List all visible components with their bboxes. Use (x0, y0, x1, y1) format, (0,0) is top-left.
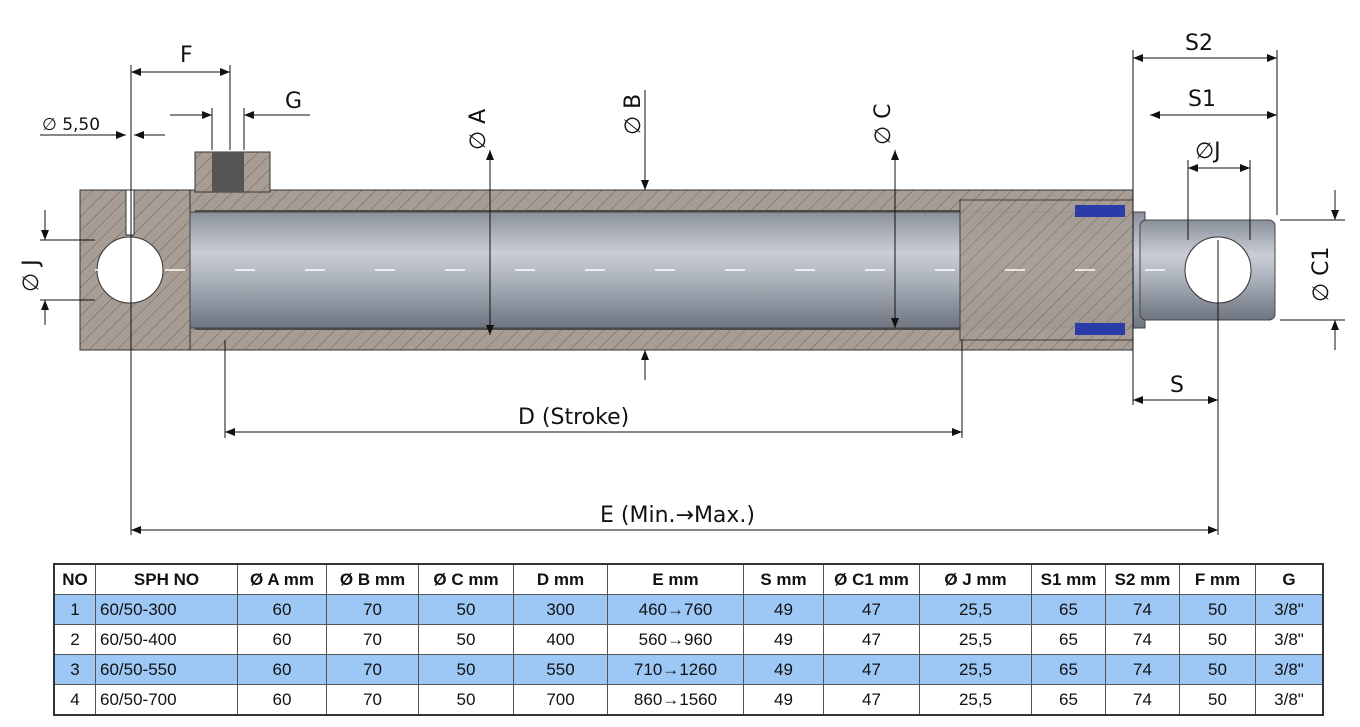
table-cell: 3/8" (1255, 594, 1324, 625)
table-cell: 70 (326, 624, 419, 655)
col-e: E mm (607, 563, 744, 595)
label-dia-c: ∅ C (871, 103, 896, 145)
label-dia-5-50: ∅ 5,50 (42, 115, 100, 135)
table-cell: 4 (53, 684, 96, 716)
table-cell: 25,5 (919, 684, 1032, 716)
table-cell: 60/50-550 (95, 654, 238, 685)
table-cell: 3/8" (1255, 654, 1324, 685)
table-cell: 70 (326, 594, 419, 625)
label-dia-a: ∅ A (466, 109, 491, 150)
table-cell: 60/50-400 (95, 624, 238, 655)
table-cell: 70 (326, 654, 419, 685)
table-cell: 49 (743, 594, 824, 625)
table-cell: 47 (823, 654, 920, 685)
dimensions-table: NO SPH NO Ø A mm Ø B mm Ø C mm D mm E mm… (53, 563, 1324, 716)
label-d-stroke: D (Stroke) (518, 405, 629, 430)
table-cell: 1 (53, 594, 96, 625)
label-s1: S1 (1188, 87, 1216, 112)
table-cell: 400 (513, 624, 608, 655)
table-cell: 550 (513, 654, 608, 685)
col-f: F mm (1179, 563, 1256, 595)
table-cell: 25,5 (919, 594, 1032, 625)
table-cell: 47 (823, 624, 920, 655)
label-dia-j-right: ∅J (1195, 139, 1221, 164)
cylinder-body (79, 151, 1290, 351)
table-cell: 65 (1031, 594, 1106, 625)
table-cell: 49 (743, 654, 824, 685)
table-cell: 47 (823, 684, 920, 716)
table-cell: 49 (743, 684, 824, 716)
table-cell: 710→1260 (607, 654, 744, 685)
table-cell: 50 (418, 594, 514, 625)
col-sph-no: SPH NO (95, 563, 238, 595)
cylinder-drawing: F G ∅ 5,50 ∅ A ∅ B ∅ C S2 S1 ∅J ∅ C1 ∅ J… (19, 31, 1345, 535)
label-g: G (285, 89, 302, 114)
table-cell: 70 (326, 684, 419, 716)
table-cell: 47 (823, 594, 920, 625)
label-dia-c1: ∅ C1 (1309, 246, 1334, 302)
table-cell: 60/50-300 (95, 594, 238, 625)
label-f: F (180, 43, 193, 68)
table-cell: 50 (1179, 594, 1256, 625)
table-cell: 50 (418, 654, 514, 685)
table-cell: 74 (1105, 654, 1180, 685)
col-dia-b: Ø B mm (326, 563, 419, 595)
table-cell: 60/50-700 (95, 684, 238, 716)
table-cell: 50 (1179, 684, 1256, 716)
table-cell: 74 (1105, 594, 1180, 625)
table-cell: 65 (1031, 624, 1106, 655)
col-g: G (1255, 563, 1324, 595)
label-s2: S2 (1185, 31, 1213, 56)
col-d: D mm (513, 563, 608, 595)
table-cell: 860→1560 (607, 684, 744, 716)
table-cell: 65 (1031, 654, 1106, 685)
table-cell: 560→960 (607, 624, 744, 655)
table-cell: 50 (418, 624, 514, 655)
dimension-lines (40, 50, 1345, 535)
table-cell: 49 (743, 624, 824, 655)
table-cell: 74 (1105, 684, 1180, 716)
table-cell: 2 (53, 624, 96, 655)
table-cell: 50 (418, 684, 514, 716)
col-dia-a: Ø A mm (237, 563, 327, 595)
table-cell: 60 (237, 594, 327, 625)
table-cell: 300 (513, 594, 608, 625)
table-cell: 60 (237, 684, 327, 716)
col-dia-c1: Ø C1 mm (823, 563, 920, 595)
table-cell: 60 (237, 624, 327, 655)
label-s: S (1170, 373, 1184, 398)
label-e: E (Min.→Max.) (600, 503, 755, 528)
col-no: NO (53, 563, 96, 595)
table-cell: 3 (53, 654, 96, 685)
col-dia-j: Ø J mm (919, 563, 1032, 595)
table-cell: 460→760 (607, 594, 744, 625)
label-dia-b: ∅ B (621, 94, 646, 135)
table-cell: 3/8" (1255, 624, 1324, 655)
table-cell: 60 (237, 654, 327, 685)
col-s1: S1 mm (1031, 563, 1106, 595)
label-dia-j-left: ∅ J (19, 259, 44, 292)
table-header-row: NO SPH NO Ø A mm Ø B mm Ø C mm D mm E mm… (53, 563, 1324, 595)
table-cell: 25,5 (919, 654, 1032, 685)
col-s2: S2 mm (1105, 563, 1180, 595)
table-cell: 25,5 (919, 624, 1032, 655)
table-cell: 700 (513, 684, 608, 716)
table-cell: 74 (1105, 624, 1180, 655)
col-s: S mm (743, 563, 824, 595)
table-cell: 50 (1179, 654, 1256, 685)
table-cell: 65 (1031, 684, 1106, 716)
col-dia-c: Ø C mm (418, 563, 514, 595)
table-cell: 3/8" (1255, 684, 1324, 716)
table-cell: 50 (1179, 624, 1256, 655)
